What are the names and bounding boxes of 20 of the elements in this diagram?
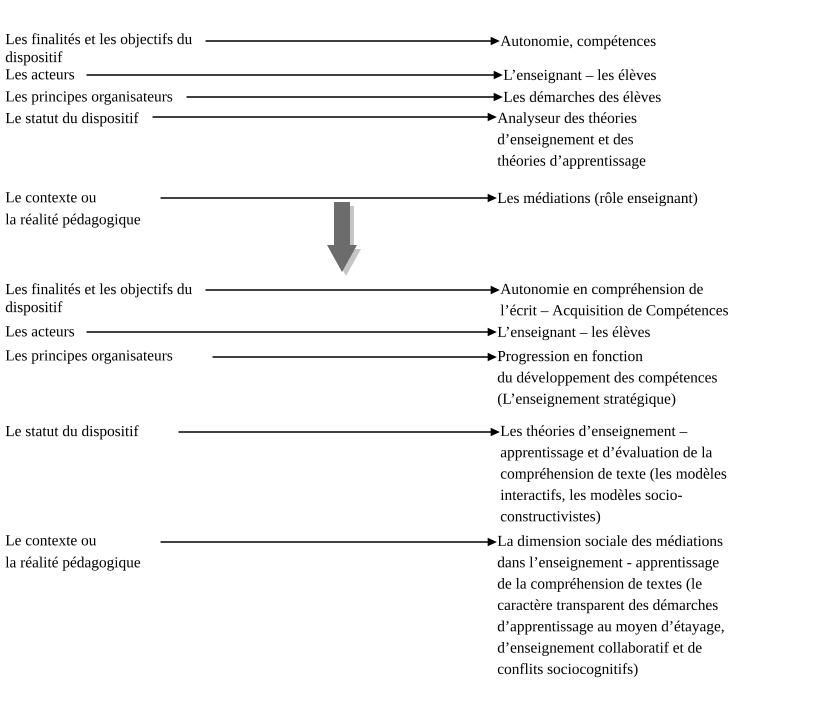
description-text: Progression en fonction du développement des compétences (L’enseignement stratégique) — [498, 350, 717, 408]
item-label: Les finalités et les objectifs du dispositif — [6, 33, 192, 66]
item-label: Le contexte ou la réalité pédagogique — [6, 192, 140, 228]
item-label: Le statut du dispositif — [6, 112, 139, 126]
item-label: Le statut du dispositif — [6, 425, 139, 440]
description-text: Autonomie, compétences — [500, 35, 656, 50]
item-label: Les acteurs — [6, 326, 74, 336]
description-text: Autonomie en compréhension de l’écrit – Acquisition de Compétences — [500, 283, 728, 319]
description-text: Les théories d’enseignement – apprentissage et d’évaluation de la compréhension de texte (les modèles interactifs, les modèles socio-constructivistes) — [500, 425, 726, 525]
item-label: Le contexte ou la réalité pédagogique — [6, 535, 140, 571]
description-text: Les démarches des élèves — [504, 91, 661, 102]
description-text: Les médiations (rôle enseignant) — [498, 192, 698, 206]
item-label: Les acteurs — [6, 69, 74, 80]
description-text: L’enseignant – les élèves — [498, 326, 650, 340]
description-text: L’enseignant – les élèves — [504, 69, 656, 84]
item-label: Les principes organisateurs — [6, 91, 172, 105]
item-label: Les principes organisateurs — [6, 350, 172, 364]
description-text: La dimension sociale des médiations dans l’enseignement - apprentissage de la compréhension de textes (le caractère transparent des démarches d’apprentissage au moyen d’étayage, d’enseignement collaboratif et de conflits sociocognitifs) — [498, 535, 724, 678]
item-label: Les finalités et les objectifs du dispositif — [6, 283, 192, 316]
description-text: Analyseur des théories d’enseignement et des théories d’apprentissage — [497, 112, 646, 169]
